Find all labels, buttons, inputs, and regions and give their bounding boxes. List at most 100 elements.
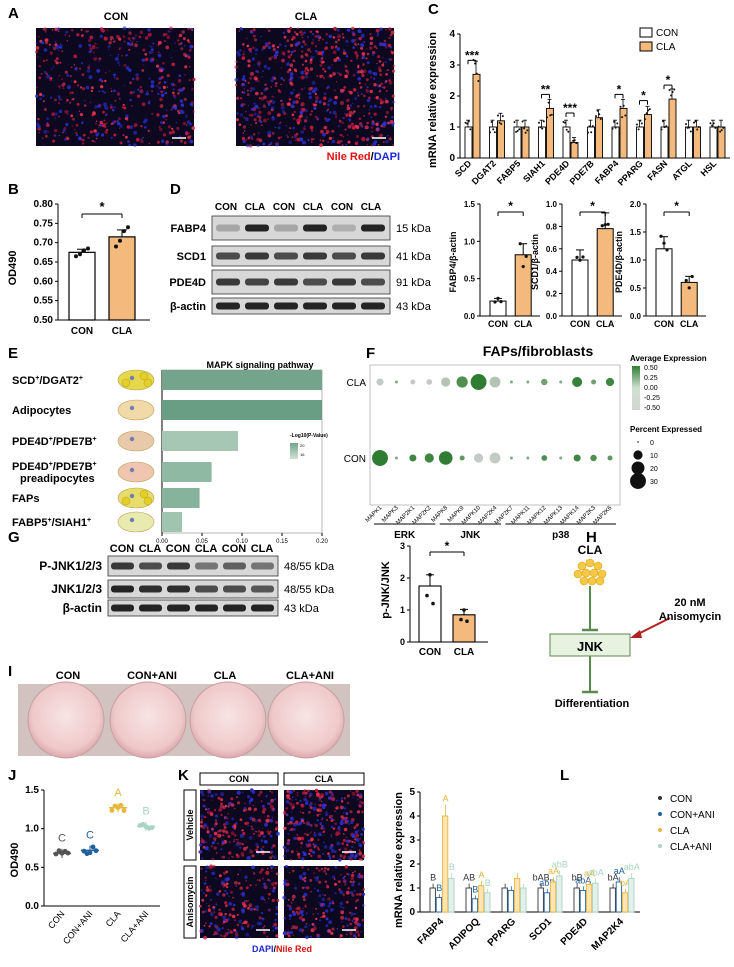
micrograph-cell (165, 114, 168, 117)
panel-b-sig: * (99, 199, 105, 214)
micrograph-cell (213, 846, 217, 850)
micrograph-cell (85, 85, 90, 90)
micrograph-cell (96, 132, 100, 135)
micrograph-cell (200, 820, 203, 824)
micrograph-cell (355, 930, 360, 934)
micrograph-cell (37, 120, 40, 122)
micrograph-cell (336, 56, 340, 60)
micrograph-cell (324, 894, 327, 897)
micrograph-cell (342, 876, 345, 880)
micrograph-cell (290, 827, 294, 831)
micrograph-cell (139, 30, 143, 34)
micrograph-cell (88, 43, 91, 47)
micrograph-cell (299, 811, 302, 813)
panel-c-y-tick-label: 3 (449, 60, 455, 71)
micrograph-cell (283, 850, 285, 852)
micrograph-cell (232, 903, 236, 907)
panel-c-legend-label: CLA (656, 42, 676, 53)
micrograph-cell (148, 77, 151, 80)
micrograph-cell (274, 126, 277, 129)
micrograph-cell (362, 892, 366, 896)
panel-e-cell-nucleus (129, 493, 135, 499)
micrograph-cell (201, 793, 205, 797)
micrograph-cell (368, 96, 371, 100)
micrograph-cell (191, 28, 194, 31)
panel-f-dot (572, 376, 583, 388)
micrograph-cell (322, 852, 325, 856)
micrograph-cell (356, 793, 360, 797)
micrograph-cell (73, 80, 77, 84)
micrograph-cell (239, 833, 244, 838)
micrograph-cell (361, 68, 363, 71)
micrograph-cell (285, 124, 287, 127)
micrograph-cell (303, 898, 306, 901)
micrograph-cell (140, 138, 143, 140)
micrograph-cell (343, 86, 347, 89)
panel-e-cell-nucleus (129, 467, 135, 473)
micrograph-cell (239, 818, 243, 821)
micrograph-cell (328, 901, 332, 905)
micrograph-cell (271, 95, 274, 98)
micrograph-cell (354, 124, 358, 128)
micrograph-cell (364, 83, 367, 86)
micrograph-cell (205, 879, 207, 882)
micrograph-cell (361, 57, 364, 59)
micrograph-cell (315, 908, 317, 910)
micrograph-cell (308, 852, 311, 856)
micrograph-cell (177, 109, 180, 113)
panel-d-chart-1-point (499, 300, 503, 304)
micrograph-cell (43, 70, 47, 74)
micrograph-cell (311, 802, 313, 805)
micrograph-cell (122, 103, 125, 107)
micrograph-cell (73, 64, 76, 66)
micrograph-cell (107, 45, 111, 48)
panel-d-chart-1-y-tick-label: 0.0 (464, 312, 476, 321)
micrograph-cell (321, 55, 324, 57)
micrograph-cell (343, 822, 345, 825)
micrograph-cell (296, 27, 299, 30)
panel-i-label-cla-ani: CLA+ANI (286, 670, 334, 682)
panel-c-point (611, 127, 614, 130)
micrograph-cell (100, 85, 104, 89)
micrograph-cell (252, 34, 256, 38)
micrograph-cell (339, 73, 343, 77)
micrograph-cell (320, 903, 324, 907)
micrograph-cell (301, 36, 304, 39)
micrograph-cell (236, 112, 239, 115)
micrograph-cell (220, 798, 224, 802)
micrograph-cell (325, 33, 329, 36)
panel-l-category: ADIPOQ (446, 916, 482, 952)
panel-j-point (121, 808, 127, 813)
micrograph-cell (339, 88, 344, 93)
panel-d-chart-3-bar (655, 248, 673, 317)
micrograph-cell (280, 136, 282, 138)
micrograph-cell (312, 789, 314, 791)
micrograph-cell (171, 62, 176, 67)
micrograph-cell (279, 121, 282, 124)
micrograph-cell (334, 866, 338, 869)
micrograph-cell (235, 853, 239, 856)
panel-c-legend-swatch (639, 27, 653, 38)
micrograph-cell (207, 905, 210, 907)
micrograph-cell (314, 788, 319, 793)
panel-d-chart-2-point (575, 255, 579, 259)
micrograph-cell (277, 113, 281, 117)
micrograph-cell (128, 27, 131, 30)
panel-g-point (428, 573, 432, 577)
micrograph-cell (345, 39, 349, 43)
micrograph-cell (254, 91, 259, 96)
micrograph-cell (263, 931, 266, 934)
micrograph-cell (322, 911, 325, 915)
panel-letter-f: F (366, 345, 375, 362)
micrograph-cell (344, 880, 347, 883)
micrograph-cell (292, 59, 295, 62)
panel-c-point (564, 121, 567, 124)
micrograph-cell (315, 96, 319, 100)
micrograph-cell (64, 70, 68, 74)
panel-b-point (82, 248, 86, 253)
panel-e-bar (162, 431, 238, 451)
micrograph-cell (237, 801, 241, 805)
panel-b-point (118, 238, 122, 243)
micrograph-cell (378, 60, 382, 63)
panel-g-band-name: β-actin (63, 601, 102, 615)
